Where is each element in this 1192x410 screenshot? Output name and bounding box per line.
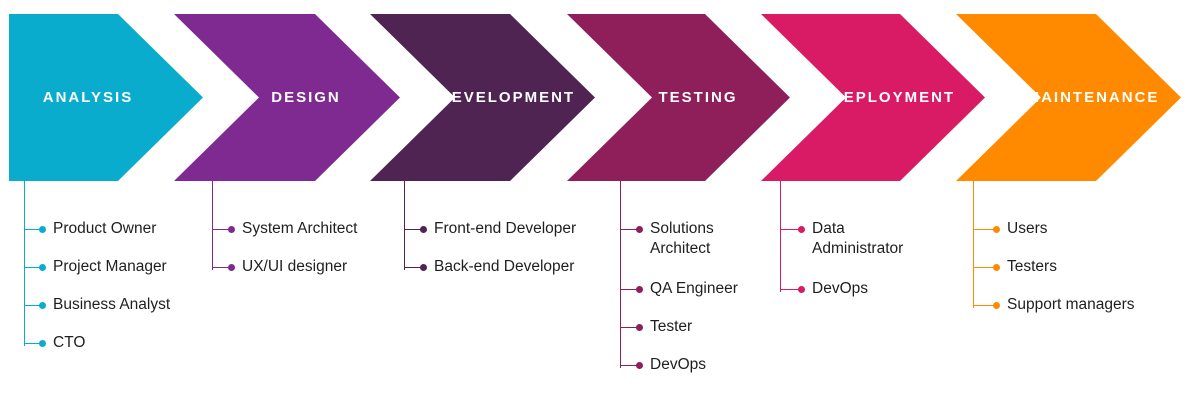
role-item: Testers: [1007, 258, 1057, 275]
role-item: CTO: [53, 334, 86, 351]
role-item: Support managers: [1007, 296, 1135, 313]
stage-label-testing: TESTING: [658, 89, 738, 106]
tree-branch: [404, 229, 422, 231]
stage-label-maintenance: MAINTENANCE: [1026, 89, 1160, 106]
tree-connector-analysis: [24, 181, 26, 346]
tree-branch: [973, 305, 995, 307]
tree-branch: [212, 267, 230, 269]
stage-arrow-design: [174, 14, 400, 181]
tree-branch: [24, 343, 41, 345]
role-item: Users: [1007, 220, 1048, 237]
bullet-dot: [993, 302, 1000, 309]
tree-connector-testing: [620, 181, 622, 368]
tree-branch: [24, 267, 41, 269]
bullet-dot: [636, 286, 643, 293]
tree-branch: [973, 267, 995, 269]
tree-branch: [404, 267, 422, 269]
bullet-dot: [420, 226, 427, 233]
stage-label-deployment: DEPLOYMENT: [830, 89, 956, 106]
bullet-dot: [993, 226, 1000, 233]
bullet-dot: [798, 286, 805, 293]
stage-label-development: DEVELOPMENT: [438, 89, 576, 106]
bullet-dot: [39, 226, 46, 233]
role-item: QA Engineer: [650, 280, 738, 297]
tree-branch: [620, 229, 638, 231]
stage-arrow-testing: [567, 14, 790, 181]
stage-arrow-development: [370, 14, 595, 181]
role-item: Front-end Developer: [434, 220, 577, 237]
tree-branch: [780, 289, 800, 291]
role-item: DevOps: [812, 280, 868, 297]
bullet-dot: [636, 324, 643, 331]
role-item: Product Owner: [53, 220, 157, 237]
role-item: Tester: [650, 318, 693, 335]
bullet-dot: [798, 226, 805, 233]
stage-arrows: [9, 14, 1181, 181]
stage-arrow-maintenance: [956, 14, 1181, 181]
bullet-dot: [420, 264, 427, 271]
tree-connector-design: [212, 181, 214, 270]
role-item: Data Administrator: [812, 220, 904, 257]
tree-connector-deployment: [780, 181, 782, 292]
role-item: Project Manager: [53, 258, 167, 275]
bullet-dot: [636, 226, 643, 233]
bullet-dot: [228, 226, 235, 233]
bullet-dot: [39, 302, 46, 309]
bullet-dot: [636, 362, 643, 369]
stage-arrow-deployment: [761, 14, 985, 181]
tree-branch: [620, 289, 638, 291]
role-item: Solutions Architect: [650, 220, 714, 257]
tree-branch: [780, 229, 800, 231]
tree-branch: [973, 229, 995, 231]
tree-branch: [620, 327, 638, 329]
tree-branch: [620, 365, 638, 367]
tree-branch: [24, 229, 41, 231]
bullet-dot: [39, 340, 46, 347]
tree-branch: [24, 305, 41, 307]
role-item: System Architect: [242, 220, 358, 237]
bullet-dot: [39, 264, 46, 271]
role-item: DevOps: [650, 356, 706, 373]
stage-label-design: DESIGN: [271, 89, 341, 106]
role-item: UX/UI designer: [242, 258, 348, 275]
tree-connector-maintenance: [973, 181, 975, 308]
role-item: Business Analyst: [53, 296, 171, 313]
tree-branch: [212, 229, 230, 231]
role-item: Back-end Developer: [434, 258, 575, 275]
tree-connector-development: [404, 181, 406, 270]
stage-label-analysis: ANALYSIS: [42, 89, 134, 106]
bullet-dot: [993, 264, 1000, 271]
bullet-dot: [228, 264, 235, 271]
stage-arrow-analysis: [9, 14, 203, 181]
